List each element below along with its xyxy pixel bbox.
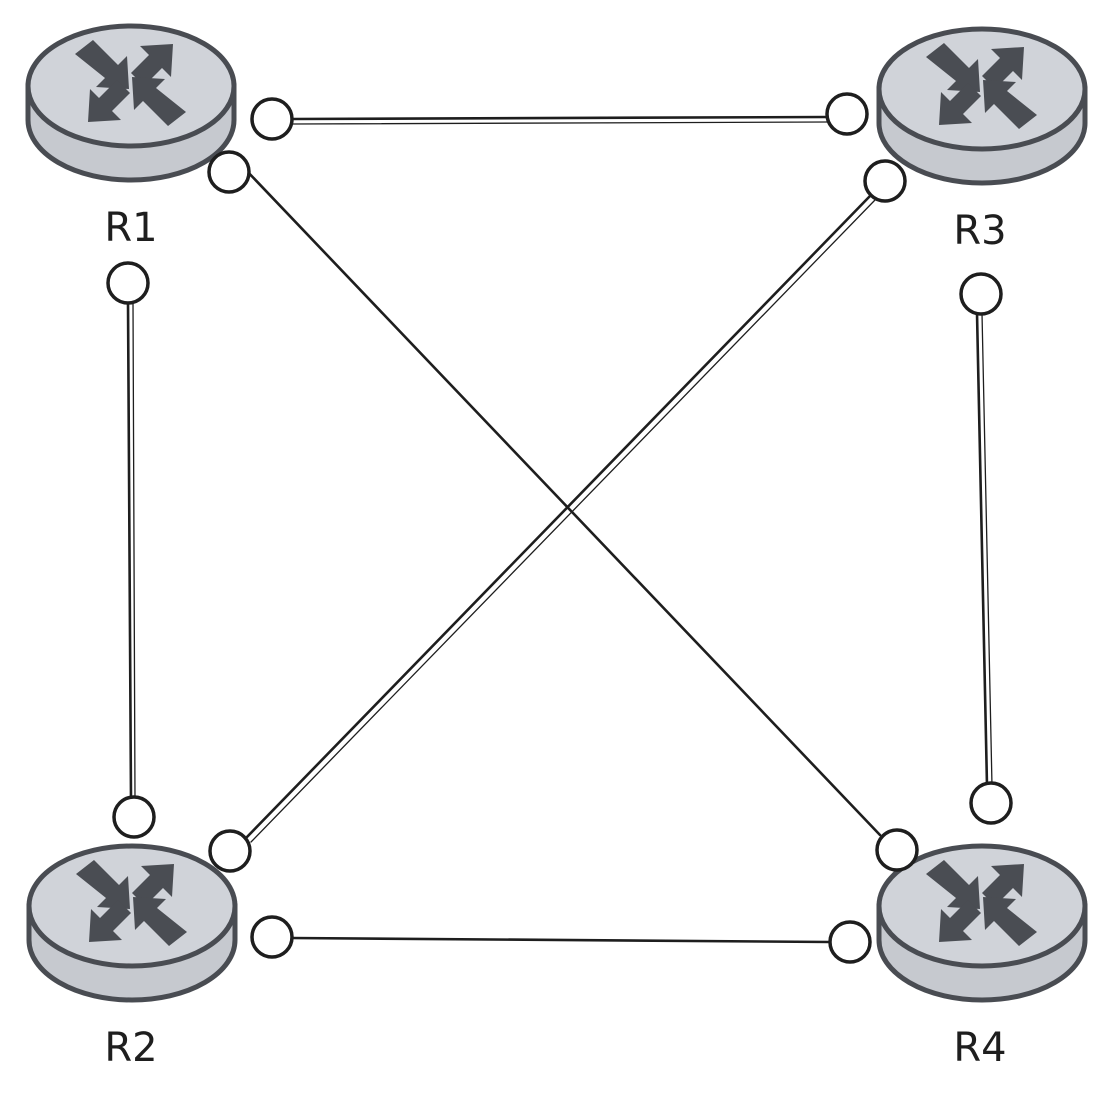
router-r2 (29, 846, 235, 1000)
port-r4-west (828, 920, 872, 964)
port-r1-southeast (207, 150, 251, 194)
port-r1-south (106, 261, 150, 305)
ports (106, 92, 1013, 964)
router-icon (29, 846, 235, 1000)
router-r1 (28, 26, 234, 180)
router-r3 (879, 29, 1085, 183)
router-label-r2: R2 (104, 1025, 157, 1071)
port-r3-west (825, 92, 869, 136)
link-r3-r4 (975, 311, 993, 788)
port-r2-northeast (208, 829, 252, 873)
port-r2-north (112, 795, 156, 839)
port-r4-northwest (875, 828, 919, 872)
port-r1-east (250, 97, 294, 141)
port-r3-south (959, 272, 1003, 316)
link-r1-r2 (126, 300, 136, 802)
port-r4-north (969, 781, 1013, 825)
router-icon (28, 26, 234, 180)
router-icon (879, 29, 1085, 183)
link-r1-r3 (290, 115, 829, 125)
port-r2-east (250, 915, 294, 959)
link-r3-r2 (244, 194, 876, 843)
router-label-r3: R3 (953, 208, 1006, 254)
router-label-r1: R1 (104, 205, 157, 251)
router-r4 (879, 846, 1085, 1000)
link-r1-r4 (243, 167, 882, 837)
router-icon (879, 846, 1085, 1000)
link-r2-r4 (289, 936, 832, 944)
router-label-r4: R4 (953, 1025, 1006, 1071)
port-r3-southwest (863, 159, 907, 203)
